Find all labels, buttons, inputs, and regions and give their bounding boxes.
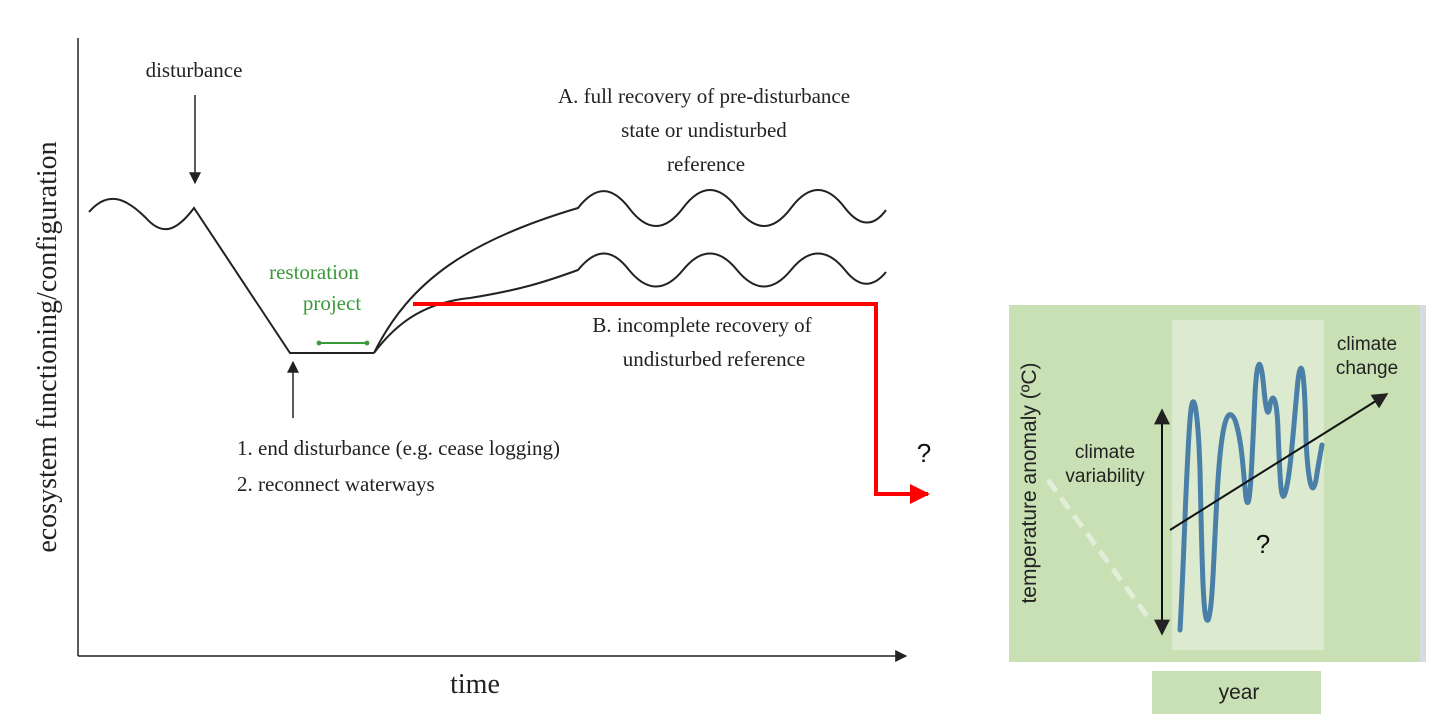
restoration-label: restoration — [269, 260, 359, 284]
left-x-axis-label: time — [450, 669, 500, 700]
outcome-a-line1: A. full recovery of pre-disturbance — [558, 84, 850, 108]
red-connector: ? — [413, 302, 931, 504]
change-label-line2: change — [1336, 358, 1398, 379]
panel-edge — [1420, 305, 1426, 662]
recovery-curve-a — [373, 189, 887, 354]
left-y-axis-label: ecosystem functioning/configuration — [32, 141, 63, 552]
temperature-series — [1177, 362, 1325, 633]
year-box — [1152, 671, 1321, 714]
outcome-b-line2: undisturbed reference — [623, 347, 806, 371]
pre-disturbance-curve — [88, 197, 374, 354]
left-diagram: ecosystem functioning/configuration time… — [32, 38, 908, 700]
right-x-axis-label: year — [1219, 681, 1260, 704]
action-2-label: 2. reconnect waterways — [237, 472, 435, 496]
right-y-axis-label: temperature anomaly (ºC) — [1018, 362, 1041, 603]
outcome-a-line2: state or undisturbed — [621, 118, 787, 142]
recovery-curve-b — [373, 252, 887, 354]
outcome-b-line1: B. incomplete recovery of — [592, 313, 811, 337]
action-1-label: 1. end disturbance (e.g. cease logging) — [237, 436, 560, 460]
dashed-guide — [1045, 478, 1153, 622]
connector-question-mark: ? — [917, 438, 931, 468]
right-diagram: temperature anomaly (ºC) climate variabi… — [1009, 305, 1426, 714]
change-label-line1: climate — [1337, 334, 1397, 355]
right-question-mark: ? — [1256, 529, 1270, 559]
outcome-a-line3: reference — [667, 152, 745, 176]
project-label: project — [303, 291, 361, 315]
variability-label-line1: climate — [1075, 442, 1135, 463]
connector-line — [413, 302, 930, 504]
variability-label-line2: variability — [1065, 466, 1145, 487]
trend-arrow — [1169, 393, 1389, 531]
disturbance-label: disturbance — [146, 58, 243, 82]
